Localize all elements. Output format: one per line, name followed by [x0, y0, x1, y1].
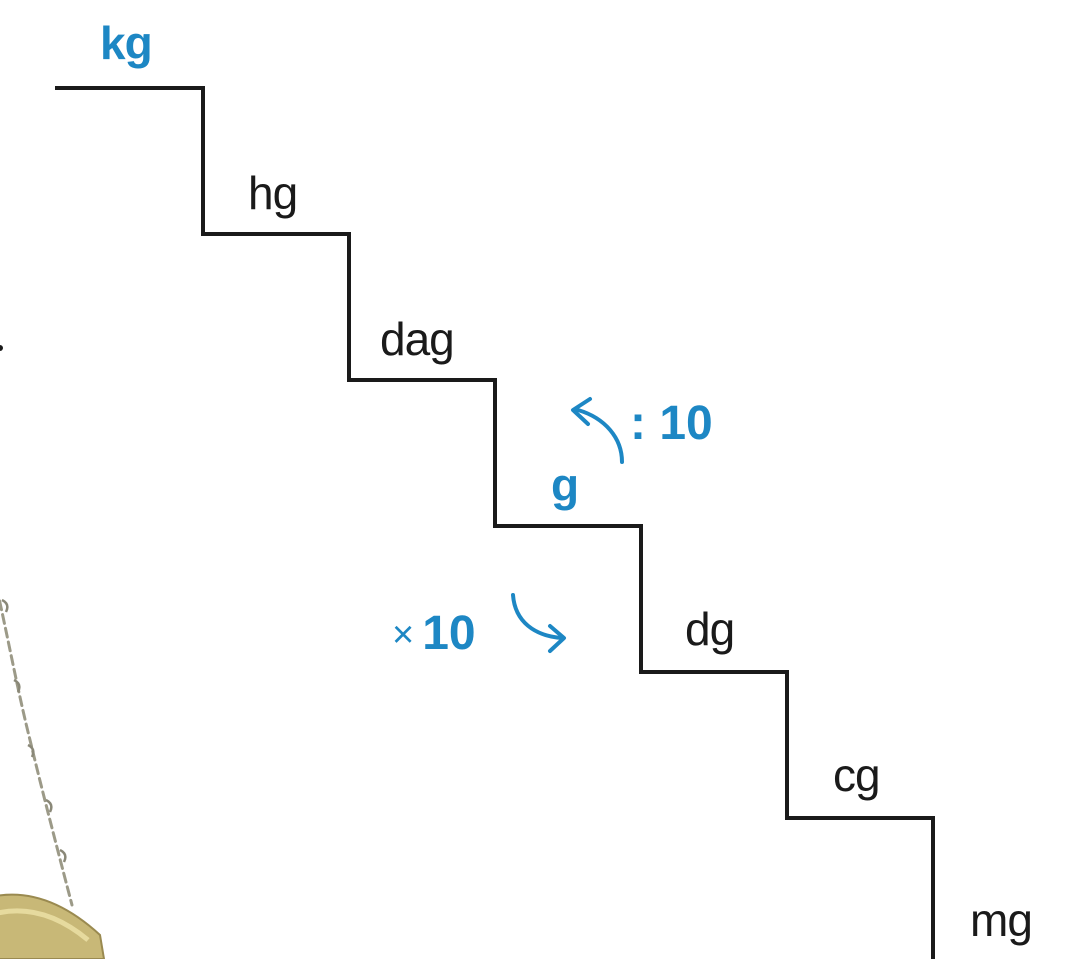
unit-label-kg: kg: [100, 17, 153, 69]
unit-label-dg: dg: [685, 603, 735, 655]
scale-pan-icon: [0, 893, 106, 959]
multiply-symbol: ×: [392, 614, 415, 656]
scale-chain-links-icon: [1, 598, 67, 863]
unit-label-mg: mg: [970, 894, 1033, 946]
unit-label-cg: cg: [833, 749, 881, 801]
scale-pan-highlight-icon: [0, 908, 90, 942]
staircase-line: [55, 86, 935, 959]
curved-arrow-up-left-icon: [571, 397, 624, 464]
multiply-factor: 10: [422, 607, 476, 660]
unit-label-g: g: [551, 459, 579, 511]
multiply-by-ten-label: ×10: [392, 610, 476, 658]
unit-label-hg: hg: [248, 167, 298, 219]
curved-arrow-down-right-icon: [511, 593, 566, 653]
scale-chain-icon: [0, 595, 74, 907]
unit-label-dag: dag: [380, 313, 455, 365]
scale-side-dot-icon: [0, 345, 3, 351]
divide-by-ten-label: : 10: [630, 397, 713, 450]
balance-scale-icon: [0, 345, 106, 959]
